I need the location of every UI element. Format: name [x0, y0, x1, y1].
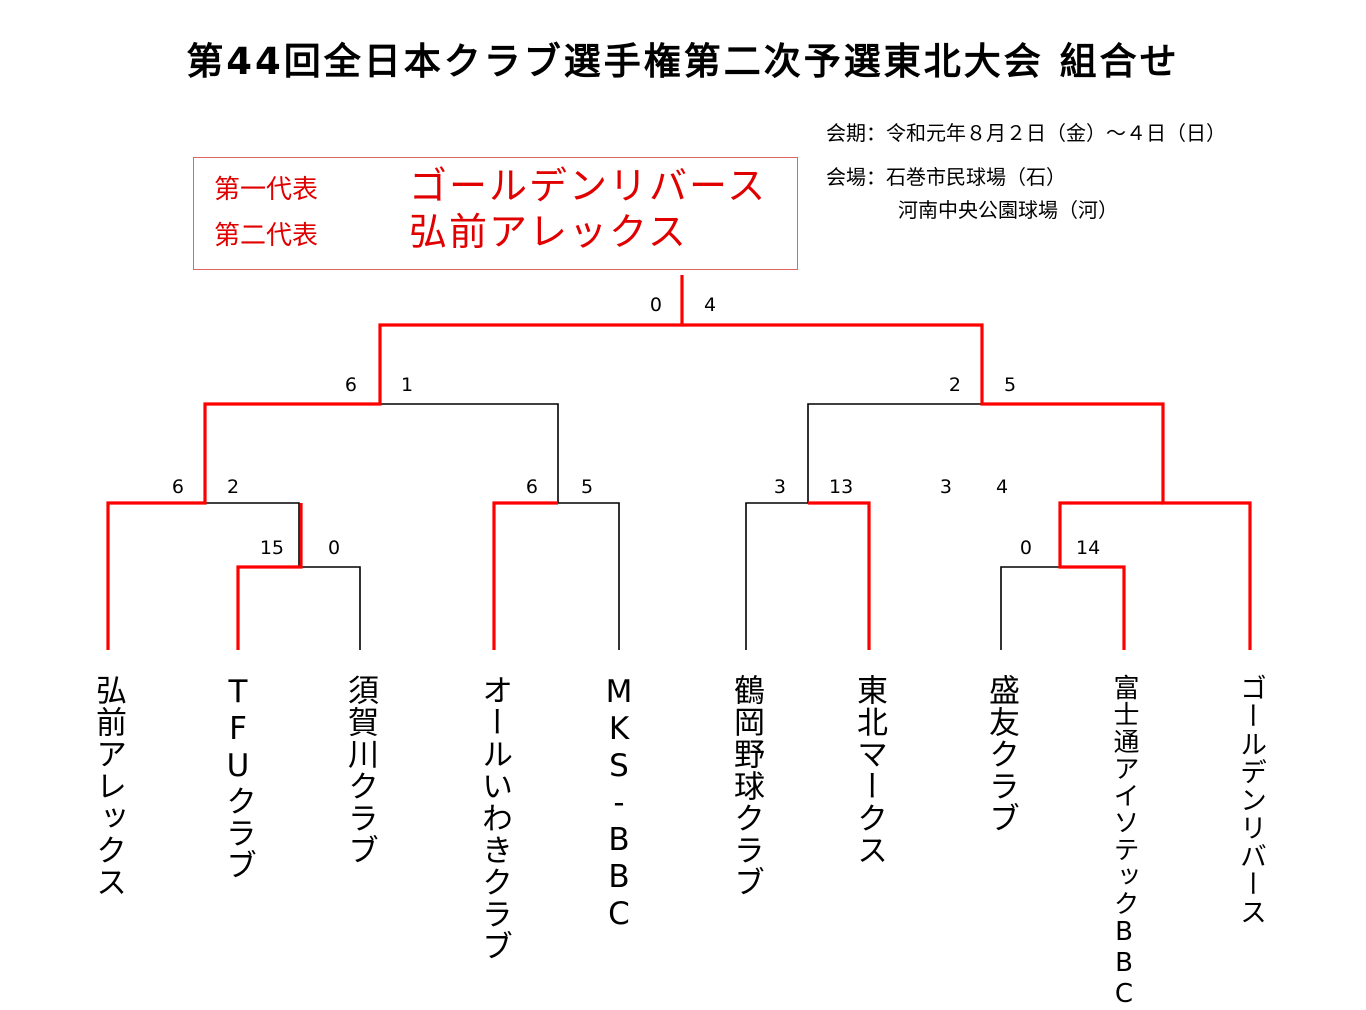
- score-semi-left-b: 1: [401, 374, 413, 396]
- score-r1-right-b: 14: [1076, 537, 1100, 559]
- info-venue-1: 会場：石巻市民球場（石）: [826, 165, 1066, 189]
- team-tohoku-marks: 東北マークス: [851, 674, 887, 866]
- score-qf4-a: 3: [940, 476, 952, 498]
- bracket-line: [745, 502, 808, 650]
- bracket-line: [301, 566, 361, 650]
- winner-line: [492, 501, 558, 650]
- second-rep-label: 第二代表: [214, 221, 319, 251]
- winner-line: [808, 501, 871, 650]
- team-fujitsu-isotec-bbc: 富士通アイソテックBBC: [1109, 674, 1139, 1010]
- team-seiyu-club: 盛友クラブ: [983, 674, 1019, 834]
- page-title: 第44回全日本クラブ選手権第二次予選東北大会 組合せ: [186, 40, 1180, 83]
- first-rep-team: ゴールデンリバース: [409, 164, 768, 208]
- score-semi-left-a: 6: [345, 374, 357, 396]
- representatives-box: 第一代表 ゴールデンリバース 第二代表 弘前アレックス: [193, 157, 798, 270]
- tournament-bracket: 0 4 6 1 2 5 6 2 6 5 3 13 3 4 15 0 0 14: [106, 275, 1252, 650]
- score-semi-right-b: 5: [1004, 374, 1016, 396]
- score-r1-left-b: 0: [328, 537, 340, 559]
- winner-line: [106, 275, 684, 650]
- bracket-line: [379, 324, 682, 404]
- bracket-line: [807, 403, 982, 503]
- team-tsuruoka-baseball-club: 鶴岡野球クラブ: [728, 674, 764, 898]
- score-r1-left-a: 15: [260, 537, 284, 559]
- bracket-line: [205, 502, 300, 567]
- info-period: 会期：令和元年８月２日（金）～４日（日）: [826, 121, 1226, 145]
- info-venue-2: 河南中央公園球場（河）: [898, 198, 1118, 222]
- score-qf3-b: 13: [829, 476, 853, 498]
- bracket-line: [558, 502, 620, 650]
- team-sukagawa-club: 須賀川クラブ: [342, 674, 378, 866]
- score-final-left: 0: [650, 294, 662, 316]
- score-r1-right-a: 0: [1020, 537, 1032, 559]
- bracket-line: [380, 403, 559, 503]
- winner-line: [236, 503, 303, 650]
- second-rep-team: 弘前アレックス: [409, 210, 688, 254]
- team-golden-rivers: ゴールデンリバース: [1235, 674, 1266, 926]
- score-qf3-a: 3: [774, 476, 786, 498]
- score-qf1-b: 2: [227, 476, 239, 498]
- score-semi-right-a: 2: [949, 374, 961, 396]
- winner-line: [682, 323, 1252, 650]
- score-final-right: 4: [704, 294, 716, 316]
- score-qf2-b: 5: [581, 476, 593, 498]
- score-qf4-b: 4: [996, 476, 1008, 498]
- score-qf1-a: 6: [172, 476, 184, 498]
- team-tfu-club: TFUクラブ: [220, 674, 256, 881]
- team-all-iwaki-club: オールいわきクラブ: [476, 674, 512, 962]
- score-qf2-a: 6: [526, 476, 538, 498]
- first-rep-label: 第一代表: [214, 175, 319, 205]
- team-mks-bbc: MKS-BBC: [601, 674, 637, 933]
- bracket-line: [1000, 566, 1060, 650]
- winner-line: [1058, 501, 1163, 650]
- team-hirosaki-alex: 弘前アレックス: [90, 674, 126, 898]
